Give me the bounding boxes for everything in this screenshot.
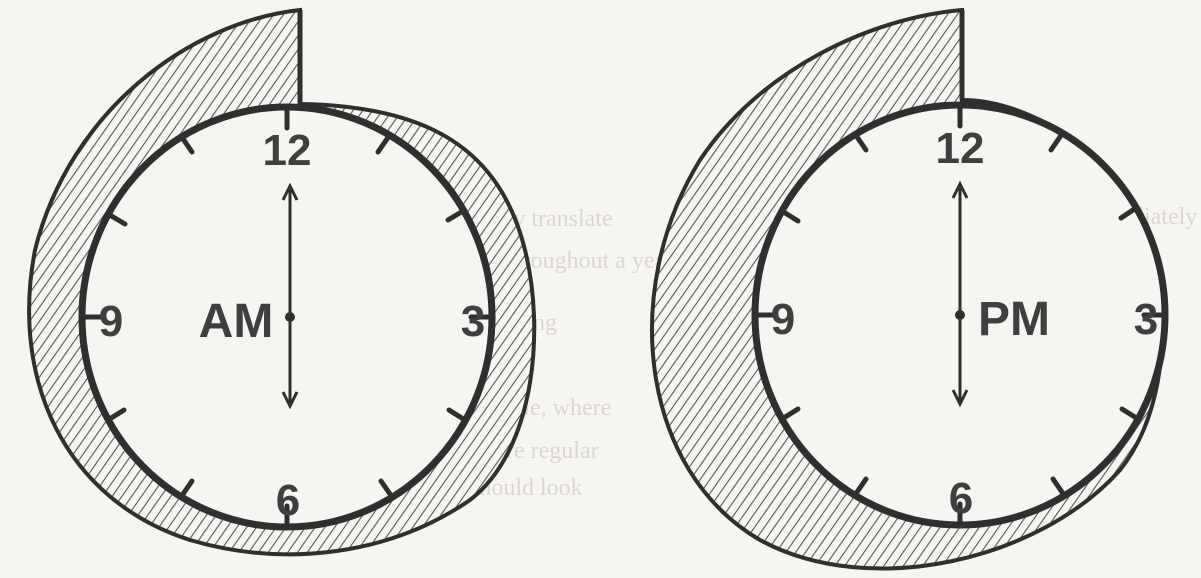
- clock-number-6: 6: [949, 474, 973, 523]
- clock-number-12: 12: [263, 126, 312, 175]
- clock-number-9: 9: [99, 297, 123, 346]
- clock-number-3: 3: [461, 297, 485, 346]
- clock-number-6: 6: [276, 476, 300, 525]
- am-clock: 12 3 6 9 AM: [29, 10, 534, 554]
- clock-number-3: 3: [1134, 295, 1158, 344]
- clock-center-pivot: [285, 312, 295, 322]
- am-label: AM: [199, 295, 274, 348]
- pm-clock: 12 3 6 9 PM: [652, 10, 1165, 569]
- clock-number-9: 9: [771, 295, 795, 344]
- pm-label: PM: [978, 293, 1050, 346]
- clock-center-pivot: [955, 310, 965, 320]
- clock-number-12: 12: [936, 124, 985, 173]
